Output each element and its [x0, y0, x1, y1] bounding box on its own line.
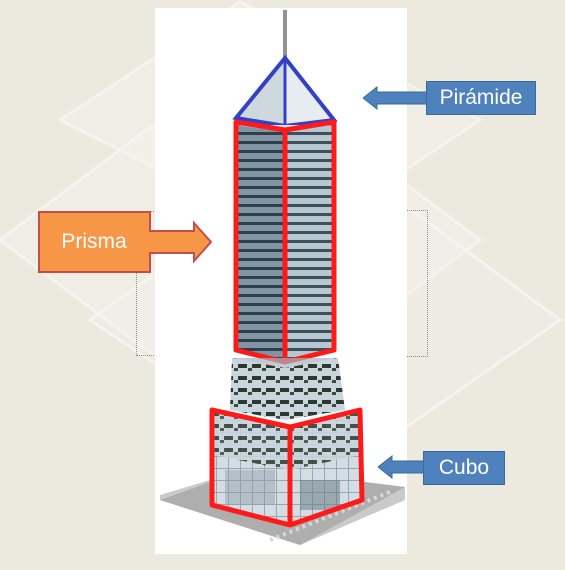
antenna	[283, 10, 287, 66]
arrow-left-icon	[363, 86, 432, 110]
arrow-right-icon	[38, 211, 213, 273]
prism-outline	[233, 119, 337, 365]
cube-label-box: Cubo	[423, 451, 505, 485]
placeholder-frame-right	[406, 210, 428, 357]
prism-label: Prisma	[38, 211, 150, 273]
pyramid-label-box: Pirámide	[426, 81, 536, 115]
pyramid-label: Pirámide	[439, 86, 523, 109]
cube-outline	[209, 407, 365, 528]
cube-label: Cubo	[438, 456, 490, 479]
prism-label-text: Prisma	[61, 230, 127, 253]
